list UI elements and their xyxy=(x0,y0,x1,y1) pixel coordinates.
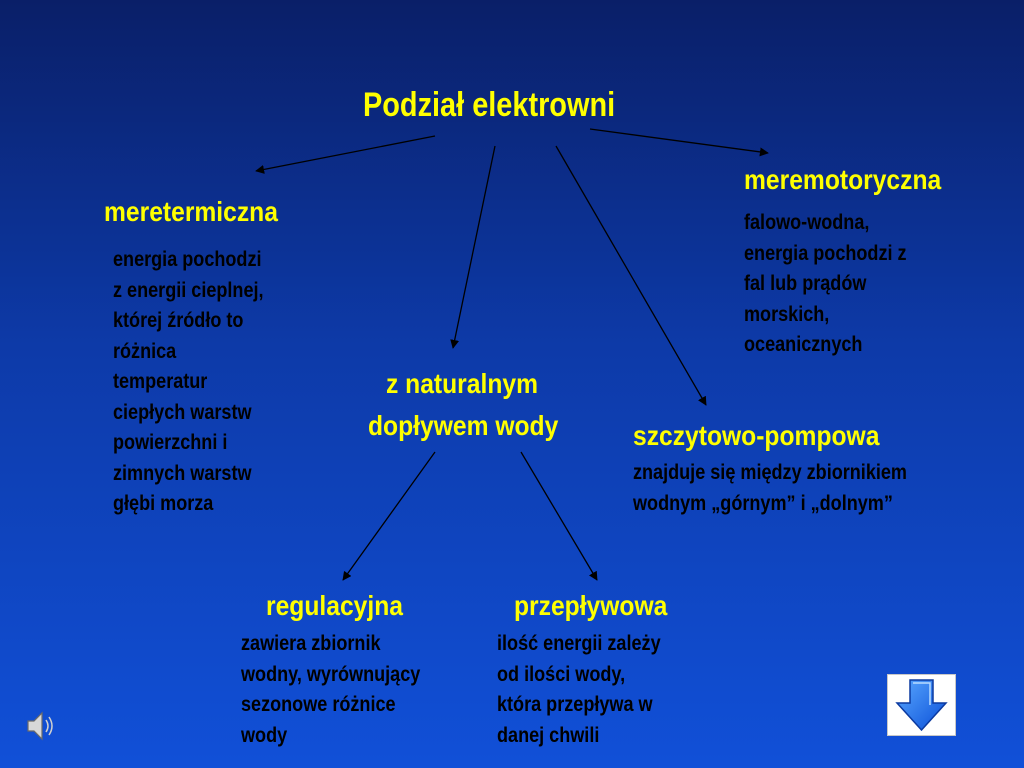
node-naturalny-heading-line1: z naturalnym xyxy=(386,368,538,399)
speaker-icon[interactable] xyxy=(24,708,58,744)
slide-title: Podział elektrowni xyxy=(363,86,616,124)
description-line: różnica xyxy=(113,339,177,363)
description-line: fal lub prądów xyxy=(744,272,867,295)
arrow-to-przeplywowa xyxy=(520,451,598,581)
node-szczytowo-description: znajduje się między zbiornikiem wodnym „… xyxy=(633,458,907,519)
node-regulacyjna-heading: regulacyjna xyxy=(266,590,403,621)
node-meretermiczna-heading: meretermiczna xyxy=(104,196,278,227)
node-szczytowo-heading: szczytowo-pompowa xyxy=(633,420,880,451)
node-regulacyjna-description: zawiera zbiornik wodny, wyrównujący sezo… xyxy=(241,629,420,751)
description-line: wodnym „górnym” i „dolnym” xyxy=(633,491,893,515)
node-meremotoryczna-heading: meremotoryczna xyxy=(744,164,942,195)
node-naturalny-heading-line2: dopływem wody xyxy=(368,410,559,441)
description-line: temperatur xyxy=(113,370,208,393)
arrow-to-naturalny xyxy=(450,145,496,349)
description-line: morskich, xyxy=(744,302,830,326)
arrow-to-regulacyjna xyxy=(342,451,436,581)
arrow-down-icon xyxy=(895,679,948,732)
description-line: sezonowe różnice xyxy=(241,693,396,716)
node-meremotoryczna-description: falowo-wodna, energia pochodzi z fal lub… xyxy=(744,208,907,361)
description-line: której źródło to xyxy=(113,309,244,332)
next-slide-button[interactable] xyxy=(887,674,956,736)
node-meretermiczna-description: energia pochodzi z energii cieplnej, któ… xyxy=(113,245,264,520)
description-line: wody xyxy=(241,723,288,747)
description-line: z energii cieplnej, xyxy=(113,278,264,302)
description-line: od ilości wody, xyxy=(497,662,626,686)
description-line: energia pochodzi z xyxy=(744,241,907,265)
description-line: znajduje się między zbiornikiem xyxy=(633,461,907,484)
arrow-to-meremotoryczna xyxy=(589,128,769,157)
description-line: danej chwili xyxy=(497,723,600,747)
node-przeplywowa-heading: przepływowa xyxy=(514,590,668,621)
description-line: która przepływa w xyxy=(497,693,653,716)
arrow-to-szczytowo xyxy=(555,145,707,406)
description-line: głębi morza xyxy=(113,492,214,515)
description-line: ciepłych warstw xyxy=(113,400,252,424)
description-line: powierzchni i xyxy=(113,431,228,454)
node-przeplywowa-description: ilość energii zależy od ilości wody, któ… xyxy=(497,629,661,751)
description-line: wodny, wyrównujący xyxy=(241,662,421,686)
description-line: ilość energii zależy xyxy=(497,632,661,655)
description-line: oceanicznych xyxy=(744,333,863,356)
description-line: energia pochodzi xyxy=(113,248,262,271)
description-line: falowo-wodna, xyxy=(744,211,870,234)
description-line: zawiera zbiornik xyxy=(241,632,381,655)
arrow-to-meretermiczna xyxy=(255,135,436,174)
description-line: zimnych warstw xyxy=(113,461,252,485)
